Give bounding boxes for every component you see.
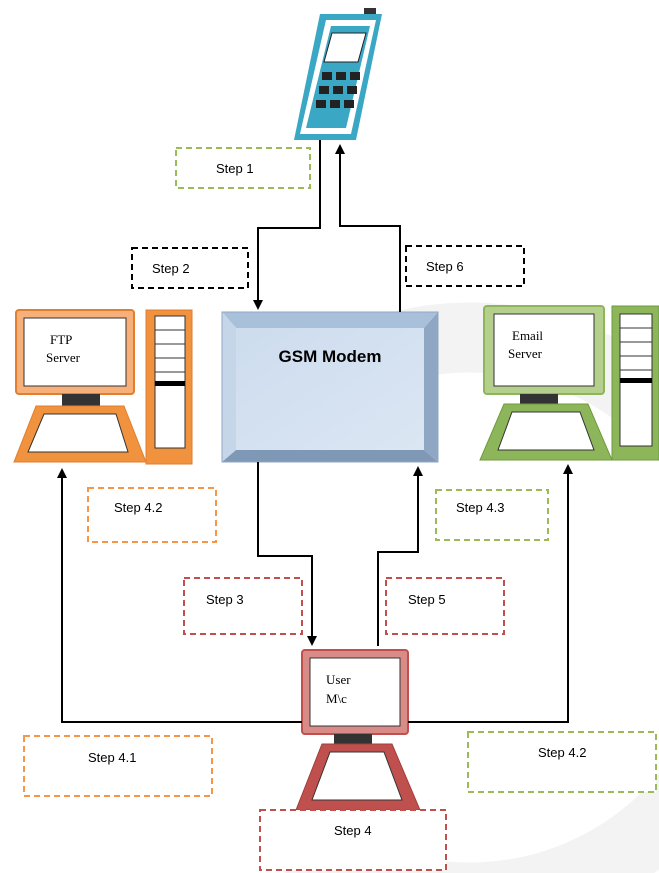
gsm-modem-box (221, 311, 439, 463)
step-4-1-label: Step 4.1 (88, 750, 136, 765)
ftp-server-tower-icon (145, 309, 193, 465)
user-machine-label-2: M\c (326, 691, 347, 706)
ftp-server-label-2: Server (46, 350, 81, 365)
step-2-box (131, 247, 249, 289)
user-machine-computer-icon (295, 649, 421, 811)
step-6-label: Step 6 (426, 259, 464, 274)
step-4-box (259, 809, 447, 871)
step-4-2-left-label: Step 4.2 (114, 500, 162, 515)
step-1-label: Step 1 (216, 161, 254, 176)
email-server-tower-icon (611, 305, 659, 461)
email-server-label-2: Server (508, 346, 543, 361)
mobile-phone-icon (294, 8, 382, 140)
email-server-computer-icon (479, 305, 613, 461)
step-5-box (385, 577, 505, 635)
step-4-2-left-box (87, 487, 217, 543)
step-4-label: Step 4 (334, 823, 372, 838)
ftp-server-computer-icon (13, 309, 147, 463)
user-machine-label-1: User (326, 672, 351, 687)
step-3-box (183, 577, 303, 635)
step-4-2-right-box (467, 731, 657, 793)
arrow-modem-to-phone (335, 144, 401, 312)
step-4-3-box (435, 489, 549, 541)
arrow-user-to-email (408, 464, 573, 723)
step-1-box (175, 147, 311, 189)
step-2-label: Step 2 (152, 261, 190, 276)
arrow-modem-to-user (257, 462, 317, 646)
step-6-box (405, 245, 525, 287)
step-4-3-label: Step 4.3 (456, 500, 504, 515)
email-server-label-1: Email (512, 328, 543, 343)
arrow-user-to-modem (377, 466, 423, 646)
step-4-1-box (23, 735, 213, 797)
step-3-label: Step 3 (206, 592, 244, 607)
arrow-user-to-ftp (57, 468, 302, 723)
arrow-phone-to-modem (253, 140, 321, 310)
ftp-server-label-1: FTP (50, 332, 72, 347)
step-4-2-right-label: Step 4.2 (538, 745, 586, 760)
modem-label: GSM Modem (279, 347, 382, 366)
step-5-label: Step 5 (408, 592, 446, 607)
